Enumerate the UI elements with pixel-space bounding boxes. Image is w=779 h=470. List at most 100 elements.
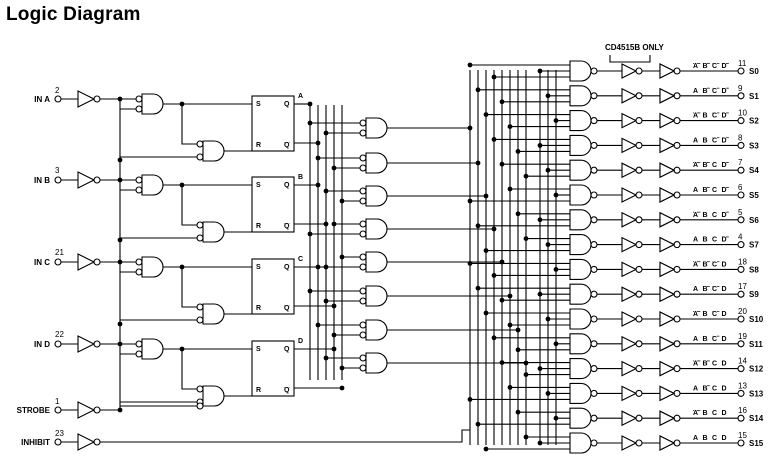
output-code-letter: B: [703, 212, 710, 219]
inversion-bubble: [93, 438, 101, 446]
ff-qbar-label: Q: [284, 387, 290, 394]
output-code-letter: A: [693, 212, 700, 219]
output-code-letter: C: [712, 212, 719, 219]
output-nand-gate: [569, 134, 592, 156]
pin-number: 21: [55, 248, 64, 257]
output-nand-gate: [569, 60, 592, 82]
output-buffer-body: [659, 63, 676, 79]
inversion-bubble: [590, 241, 598, 249]
output-label: S8: [749, 265, 759, 274]
output-code-letter: B: [703, 261, 710, 268]
inversion-bubble: [590, 67, 598, 75]
output-code-letter: C: [712, 88, 719, 95]
output-nand-gate: [569, 209, 592, 231]
inversion-bubble: [590, 265, 598, 273]
junction-dot: [523, 236, 529, 242]
output-buffer-body: [659, 211, 676, 228]
junction-dot: [553, 341, 559, 347]
output-nand-gate: [569, 333, 592, 355]
input-pin: [737, 315, 745, 323]
wire: [181, 349, 197, 390]
output-buffer-inv: [621, 360, 638, 377]
inversion-bubble: [196, 402, 204, 410]
input-pin: [54, 406, 62, 414]
output-buffer-body: [659, 385, 676, 402]
inversion-bubble: [196, 153, 204, 161]
pin-number: 4: [738, 233, 743, 242]
inversion-bubble: [590, 439, 598, 447]
output-label: S10: [749, 315, 764, 324]
junction-dot: [507, 293, 513, 299]
junction-dot: [475, 160, 481, 166]
flip-flop: [251, 340, 295, 397]
junction-dot: [307, 288, 313, 294]
input-pin: [737, 340, 745, 348]
output-code-letter: B: [703, 113, 710, 120]
junction-dot: [315, 182, 321, 188]
output-code-letter: B: [703, 311, 710, 318]
junction-dot: [323, 130, 329, 136]
output-code-letter: D: [722, 187, 729, 194]
input-pin: [737, 216, 745, 224]
junction-dot: [537, 291, 543, 297]
output-code-letter: D: [722, 361, 729, 368]
input-pin: [54, 340, 62, 348]
pin-number: 13: [738, 381, 747, 390]
latch-and-gate: [202, 221, 225, 243]
output-buffer-inv: [621, 211, 638, 228]
output-label: S6: [749, 216, 759, 225]
junction-dot: [507, 124, 513, 129]
wire: [181, 104, 197, 145]
output-code-letter: D: [722, 88, 729, 95]
output-code-letter: A: [693, 187, 700, 194]
ff-output-label: B: [298, 174, 303, 181]
junction-dot: [483, 310, 489, 316]
output-nand-gate: [569, 432, 592, 454]
inversion-bubble: [359, 364, 367, 372]
wires: [61, 55, 738, 450]
decoder-and-gate: [365, 352, 388, 374]
junction-dot: [553, 267, 559, 272]
inversion-bubble: [359, 230, 367, 238]
output-code-letter: B: [703, 162, 710, 169]
output-label: S1: [749, 92, 759, 101]
input-pin: [737, 117, 745, 125]
output-code-letter: C: [712, 286, 719, 293]
output-buffer-inv: [621, 162, 638, 179]
input-pin: [737, 290, 745, 298]
inversion-bubble: [635, 389, 643, 397]
junction-dot: [507, 322, 513, 328]
output-buffer-body: [659, 236, 676, 253]
latch-and-gate: [202, 303, 225, 325]
junction-dot: [323, 264, 329, 270]
decoder-and-gate: [365, 152, 388, 174]
junction-dot: [179, 346, 185, 352]
inversion-bubble: [359, 297, 367, 305]
input-label: IN B: [34, 176, 50, 185]
inversion-bubble: [135, 176, 143, 184]
output-code-letter: D: [722, 212, 729, 219]
junction-dot: [515, 149, 521, 154]
pin-number: 19: [738, 332, 747, 341]
ff-r-label: R: [256, 142, 261, 149]
inversion-bubble: [590, 414, 598, 422]
pin-number: 15: [738, 431, 747, 440]
junction-dot: [117, 177, 123, 183]
output-buffer-body: [659, 112, 676, 129]
junction-dot: [475, 223, 481, 229]
pin-number: 8: [738, 133, 743, 142]
output-buffer-inv: [621, 385, 638, 402]
flip-flop: [251, 258, 295, 315]
output-code-letter: B: [703, 137, 710, 144]
output-buffer-inv: [621, 63, 638, 79]
junction-dot: [117, 237, 123, 243]
output-label: S4: [749, 166, 759, 175]
output-code-letter: A: [693, 286, 700, 293]
inversion-bubble: [635, 265, 643, 273]
input-buffer: [77, 401, 96, 419]
output-buffer-inv: [621, 286, 638, 303]
output-code-letter: D: [722, 311, 729, 318]
input-pin: [737, 241, 745, 249]
inversion-bubble: [196, 140, 204, 148]
output-code-letter: B: [703, 410, 710, 417]
